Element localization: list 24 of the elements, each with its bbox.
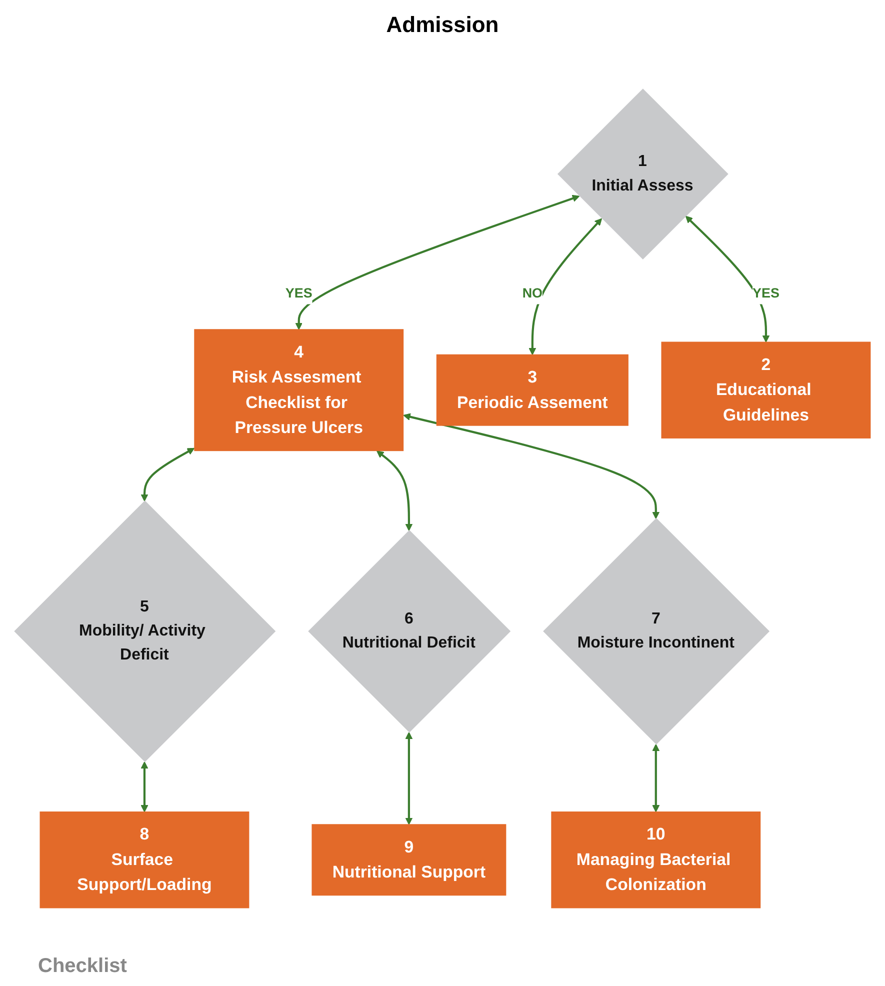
arrow (685, 216, 770, 342)
arrow (405, 732, 413, 825)
arrow (652, 744, 660, 812)
node-diamond: 1 Initial Assess (557, 88, 728, 260)
edge-label: YES (285, 286, 312, 301)
node-box: 8 Surface Support/Loading (40, 812, 250, 908)
arrow (528, 218, 602, 356)
node-diamond: 5 Mobility/ Activity Deficit (14, 500, 276, 762)
node-diamond: 6 Nutritional Deficit (308, 530, 511, 733)
arrow (403, 413, 660, 519)
node-box: 2 Educational Guidelines (661, 342, 871, 438)
node-box: 9 Nutritional Support (312, 824, 506, 896)
node-box: 3 Periodic Assement (436, 354, 628, 426)
title: Admission (386, 12, 499, 38)
arrow (140, 448, 195, 502)
side-label: Checklist (38, 955, 127, 978)
edge-label: YES (752, 286, 780, 301)
arrow (376, 450, 413, 531)
node-box: 10 Managing Bacterial Colonization (551, 812, 761, 908)
node-box: 4 Risk Assesment Checklist for Pressure Ulcers (194, 329, 404, 452)
arrow (295, 194, 580, 330)
edge-label: NO (522, 286, 543, 301)
arrow (140, 761, 148, 812)
node-diamond: 7 Moisture Incontinent (543, 518, 770, 745)
